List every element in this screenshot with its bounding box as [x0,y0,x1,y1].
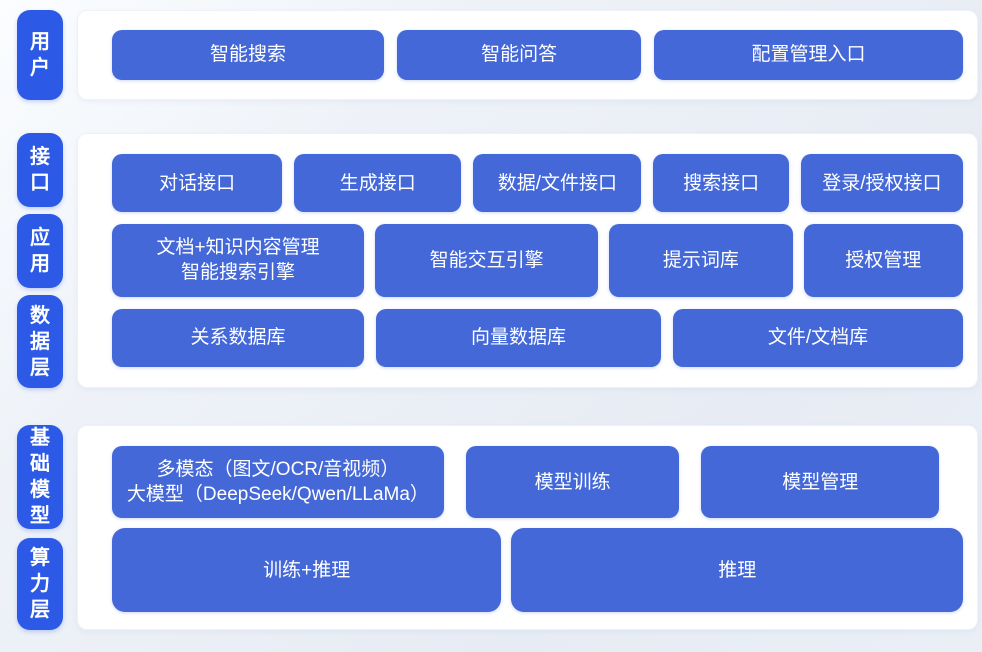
interface-row: 对话接口 生成接口 数据/文件接口 搜索接口 登录/授权接口 [112,154,963,213]
box-smart-search: 智能搜索 [112,30,385,80]
tab-data-layer: 数据层 [17,295,63,388]
foundation-model-row: 多模态（图文/OCR/音视频） 大模型（DeepSeek/Qwen/LLaMa）… [112,446,939,519]
tab-compute-layer-label: 算力层 [30,547,50,621]
box-data-file-api-label: 数据/文件接口 [497,172,618,194]
box-smart-qa-label: 智能问答 [481,44,558,66]
tab-compute-layer: 算力层 [17,538,63,630]
tab-user-layer: 用户 [17,10,63,100]
box-file-doc-store-label: 文件/文档库 [767,327,869,349]
box-file-doc-store: 文件/文档库 [673,308,963,367]
bottom-layer-card: 多模态（图文/OCR/音视频） 大模型（DeepSeek/Qwen/LLaMa）… [77,425,978,630]
box-config-management-entry: 配置管理入口 [654,30,963,80]
tab-foundation-model-layer: 基础模型 [17,425,63,529]
box-vector-db-label: 向量数据库 [471,327,567,349]
box-search-api: 搜索接口 [653,154,789,213]
box-smart-qa: 智能问答 [397,30,642,80]
box-doc-knowledge-line1: 文档+知识内容管理 [156,237,320,259]
section-interface-application-data: 接口 应用 数据层 对话接口 生成接口 数据/文件接口 搜索接口 登录/授权接口 [17,133,978,388]
box-dialog-api-label: 对话接口 [159,172,236,194]
box-training-inference-label: 训练+推理 [263,559,351,581]
box-data-file-api: 数据/文件接口 [473,154,642,213]
user-layer-card: 智能搜索 智能问答 配置管理入口 [77,10,978,100]
box-doc-knowledge-line2: 智能搜索引擎 [181,262,296,284]
box-auth-management: 授权管理 [803,224,964,297]
box-prompt-library-label: 提示词库 [662,249,739,271]
box-interactive-engine-label: 智能交互引擎 [429,249,544,271]
mid-layer-tabs: 接口 应用 数据层 [17,133,63,388]
compute-layer-row: 训练+推理 推理 [112,528,963,612]
tab-interface-layer-label: 接口 [30,146,50,194]
box-inference: 推理 [511,528,963,612]
user-layer-tabs: 用户 [17,10,63,100]
box-doc-knowledge-search-engine: 文档+知识内容管理 智能搜索引擎 [112,224,365,297]
tab-application-layer: 应用 [17,214,63,288]
box-relational-db-label: 关系数据库 [190,327,286,349]
tab-data-layer-label: 数据层 [30,304,50,379]
box-login-auth-api: 登录/授权接口 [800,154,963,213]
box-relational-db: 关系数据库 [112,308,365,367]
box-vector-db: 向量数据库 [376,308,662,367]
box-interactive-engine: 智能交互引擎 [375,224,599,297]
box-generation-api-label: 生成接口 [339,172,416,194]
user-layer-row: 智能搜索 智能问答 配置管理入口 [112,30,963,80]
bottom-layer-tabs: 基础模型 算力层 [17,425,63,630]
tab-interface-layer: 接口 [17,133,63,207]
box-multimodal-llm: 多模态（图文/OCR/音视频） 大模型（DeepSeek/Qwen/LLaMa） [112,446,444,519]
box-auth-management-label: 授权管理 [845,249,922,271]
box-smart-search-label: 智能搜索 [210,44,287,66]
box-dialog-api: 对话接口 [112,154,283,213]
mid-layer-card: 对话接口 生成接口 数据/文件接口 搜索接口 登录/授权接口 文档+知识内容管理… [77,133,978,388]
box-model-training-label: 模型训练 [534,471,611,493]
box-model-management: 模型管理 [701,446,939,519]
data-layer-row: 关系数据库 向量数据库 文件/文档库 [112,308,963,367]
tab-user-layer-label: 用户 [30,31,50,79]
box-prompt-library: 提示词库 [609,224,793,297]
box-login-auth-api-label: 登录/授权接口 [822,172,942,194]
box-training-inference: 训练+推理 [112,528,502,612]
tab-application-layer-label: 应用 [30,227,50,275]
box-multimodal-llm-line1: 多模态（图文/OCR/音视频） [156,458,400,480]
tab-foundation-model-layer-label: 基础模型 [30,427,50,527]
section-user-layer: 用户 智能搜索 智能问答 配置管理入口 [17,10,978,100]
box-model-training: 模型训练 [465,446,680,519]
box-inference-label: 推理 [718,559,757,581]
box-model-management-label: 模型管理 [782,471,859,493]
box-config-management-entry-label: 配置管理入口 [751,44,866,66]
box-multimodal-llm-line2: 大模型（DeepSeek/Qwen/LLaMa） [126,484,429,506]
application-row: 文档+知识内容管理 智能搜索引擎 智能交互引擎 提示词库 授权管理 [112,224,964,297]
box-generation-api: 生成接口 [294,154,462,213]
section-foundation-model-compute: 基础模型 算力层 多模态（图文/OCR/音视频） 大模型（DeepSeek/Qw… [17,425,978,630]
box-search-api-label: 搜索接口 [683,172,760,194]
